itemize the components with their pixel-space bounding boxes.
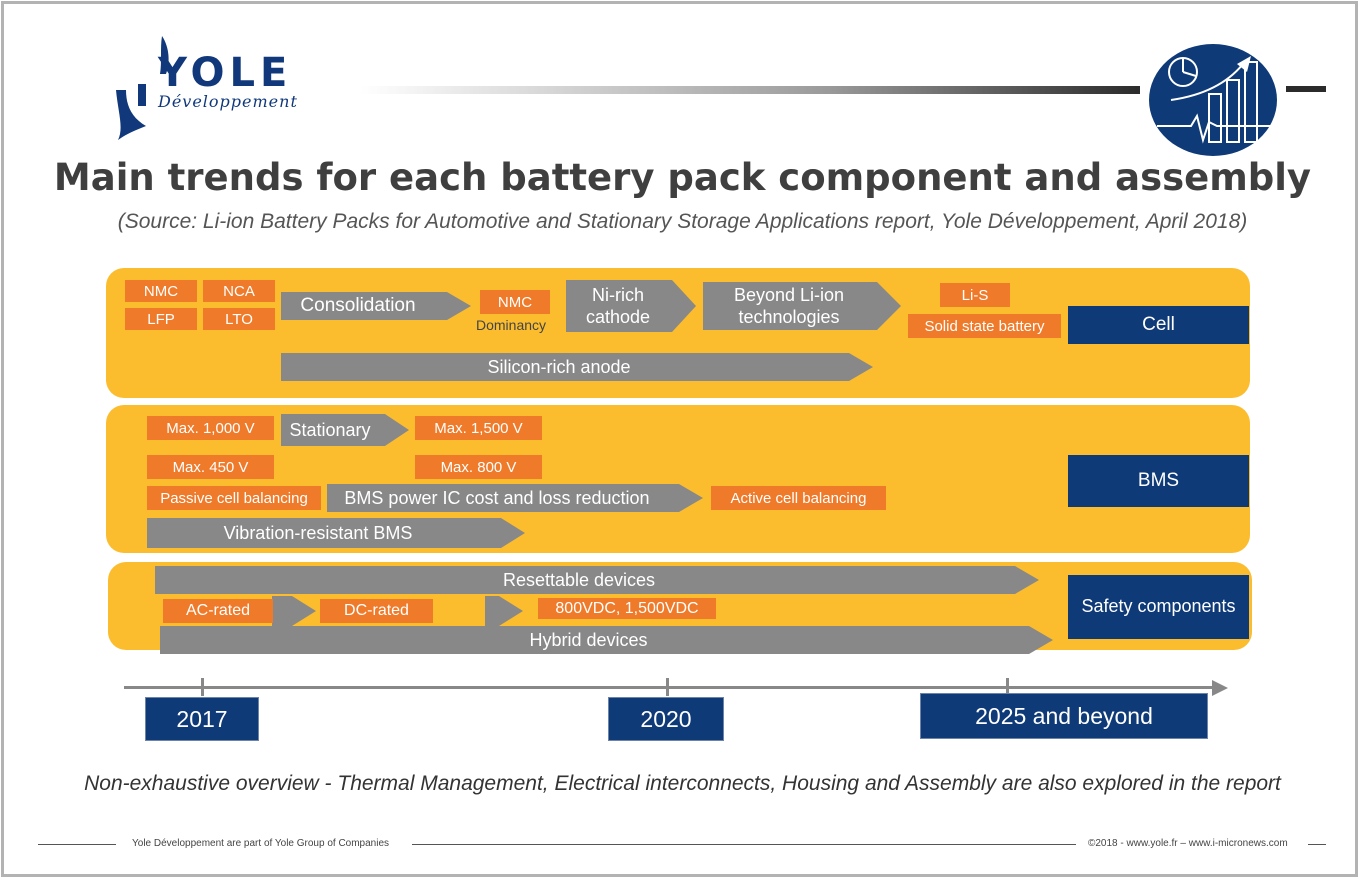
arrow-ni-rich: [566, 280, 696, 332]
tag-max-1500v: Max. 1,500 V: [415, 416, 542, 440]
timeline-arrowhead-icon: [1212, 680, 1228, 696]
yole-logo-icon: [116, 36, 169, 140]
arrow-hybrid: Hybrid devices: [160, 626, 1053, 654]
brand-tagline: Développement: [158, 92, 298, 111]
arrow-vibration-bms: Vibration-resistant BMS: [147, 518, 525, 548]
footer-rule-right: [1308, 844, 1326, 845]
tag-max-1000v: Max. 1,000 V: [147, 416, 274, 440]
arrow-ni-rich-label: Ni-rich cathode: [585, 285, 651, 327]
tag-ac-rated: AC-rated: [163, 599, 273, 623]
brand-wordmark: YOLE: [158, 50, 293, 96]
header-rule-end: [1286, 86, 1326, 92]
arrow-consolidation: Consolidation: [281, 292, 471, 320]
page-title: Main trends for each battery pack compon…: [53, 156, 1312, 199]
year-2017: 2017: [145, 697, 259, 741]
arrow-beyond-li-ion: [703, 282, 901, 330]
arrow-power-ic: BMS power IC cost and loss reduction: [327, 484, 703, 512]
dominancy-label: Dominancy: [476, 317, 547, 333]
tick-2017: [201, 678, 204, 696]
category-bms: BMS: [1068, 455, 1249, 507]
arrow-stationary: Stationary: [281, 414, 409, 446]
footer-rule-middle: [412, 844, 1076, 845]
tick-2025: [1006, 678, 1009, 696]
growth-chart-icon: [1149, 44, 1277, 156]
category-cell: Cell: [1068, 306, 1249, 344]
tag-passive-balancing: Passive cell balancing: [147, 486, 321, 510]
arrow-resettable: Resettable devices: [155, 566, 1039, 594]
tag-solid-state: Solid state battery: [908, 314, 1061, 338]
timeline-axis: [124, 686, 1216, 689]
tag-nmc-dominancy: NMC: [480, 290, 550, 314]
tag-li-s: Li-S: [940, 283, 1010, 307]
tag-dc-rated: DC-rated: [320, 599, 433, 623]
footer-left-text: Yole Développement are part of Yole Grou…: [132, 838, 390, 849]
tag-max-450v: Max. 450 V: [147, 455, 274, 479]
year-2020: 2020: [608, 697, 724, 741]
footer-rule-left: [38, 844, 116, 845]
arrow-beyond-li-ion-label: Beyond Li-ion technologies: [733, 285, 845, 327]
year-2025-beyond: 2025 and beyond: [920, 693, 1208, 739]
tag-nca: NCA: [203, 280, 275, 302]
tag-active-balancing: Active cell balancing: [711, 486, 886, 510]
footer-right-text: ©2018 - www.yole.fr – www.i-micronews.co…: [1088, 838, 1288, 849]
tag-nmc: NMC: [125, 280, 197, 302]
source-caption: (Source: Li-ion Battery Packs for Automo…: [117, 210, 1248, 233]
tag-lfp: LFP: [125, 308, 197, 330]
tick-2020: [666, 678, 669, 696]
tag-800vdc: 800VDC, 1,500VDC: [538, 598, 716, 619]
tag-max-800v: Max. 800 V: [415, 455, 542, 479]
tag-lto: LTO: [203, 308, 275, 330]
footnote-overview: Non-exhaustive overview - Thermal Manage…: [84, 772, 1281, 795]
header-rule: [360, 86, 1140, 94]
arrow-silicon-anode: Silicon-rich anode: [281, 353, 873, 381]
category-safety: Safety components: [1068, 575, 1249, 639]
